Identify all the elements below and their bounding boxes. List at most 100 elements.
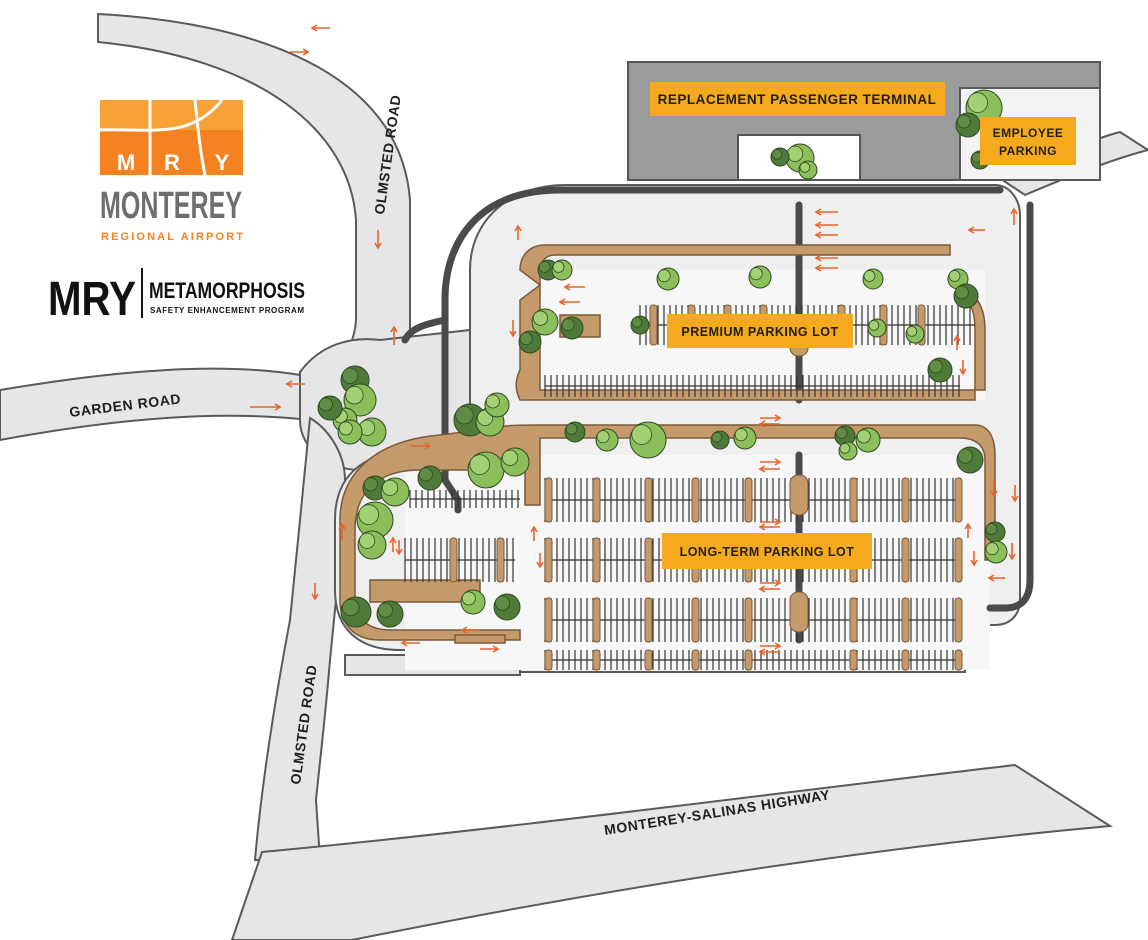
traffic-arrow-icon xyxy=(758,648,780,656)
traffic-arrow-icon xyxy=(760,518,782,526)
metamorphosis-logo: MRY METAMORPHOSIS SAFETY ENHANCEMENT PRO… xyxy=(48,268,305,326)
traffic-arrow-icon xyxy=(760,642,782,650)
traffic-arrow-icon xyxy=(536,553,544,569)
traffic-arrow-icon xyxy=(1011,485,1019,503)
stall-island xyxy=(449,537,458,583)
tree-icon xyxy=(340,596,372,628)
traffic-arrows xyxy=(250,24,1019,656)
tree-icon xyxy=(838,441,858,461)
tree-icon xyxy=(531,308,559,336)
traffic-arrow-icon xyxy=(987,574,1005,582)
stall-island xyxy=(901,537,910,583)
traffic-arrow-icon xyxy=(250,403,282,411)
tree-icon xyxy=(560,316,584,340)
traffic-arrow-icon xyxy=(1008,543,1016,561)
traffic-arrow-icon xyxy=(814,254,838,262)
employee-label-line2: PARKING xyxy=(999,144,1057,158)
traffic-arrow-icon xyxy=(760,579,782,587)
traffic-arrow-icon xyxy=(460,626,480,634)
stall-island xyxy=(954,649,963,671)
employee-parking-label: EMPLOYEE PARKING xyxy=(980,117,1076,165)
traffic-arrow-icon xyxy=(530,525,538,541)
traffic-arrow-icon xyxy=(480,645,500,653)
stall-island xyxy=(954,537,963,583)
logo-letter-y: Y xyxy=(215,150,230,175)
stall-island xyxy=(544,537,553,583)
stall-island xyxy=(544,597,553,643)
stall-island xyxy=(954,477,963,523)
olmsted-road-south xyxy=(253,416,347,861)
traffic-arrow-icon xyxy=(390,325,398,345)
tree-icon xyxy=(748,265,772,289)
stall-island xyxy=(649,304,658,346)
traffic-arrow-icon xyxy=(311,583,319,601)
tree-icon xyxy=(905,324,925,344)
tree-icon xyxy=(551,259,573,281)
stall-island xyxy=(592,537,601,583)
traffic-arrow-icon xyxy=(967,226,985,234)
traffic-arrow-icon xyxy=(338,522,346,540)
mry-airport-logo: M R Y MONTEREY REGIONAL AIRPORT xyxy=(99,99,243,243)
terminal-label: REPLACEMENT PASSENGER TERMINAL xyxy=(650,82,945,116)
tree-icon xyxy=(984,540,1008,564)
traffic-arrow-icon xyxy=(290,48,310,56)
tree-icon xyxy=(317,395,343,421)
stall-island xyxy=(744,477,753,523)
stall-island xyxy=(849,477,858,523)
traffic-arrow-icon xyxy=(970,551,978,567)
employee-label-line1: EMPLOYEE xyxy=(993,126,1064,140)
tree-icon xyxy=(862,268,884,290)
logo-letter-r: R xyxy=(164,150,180,175)
premium-label-text: PREMIUM PARKING LOT xyxy=(681,325,838,339)
tree-icon xyxy=(467,451,505,489)
traffic-arrow-icon xyxy=(758,585,780,593)
program-name: METAMORPHOSIS xyxy=(149,278,305,303)
long-term-label-text: LONG-TERM PARKING LOT xyxy=(680,545,855,559)
stall-island xyxy=(849,649,858,671)
traffic-arrow-icon xyxy=(814,264,838,272)
tree-icon xyxy=(867,318,887,338)
stall-island xyxy=(691,649,700,671)
tree-icon xyxy=(484,392,510,418)
logo-airport-sub: REGIONAL AIRPORT xyxy=(101,231,243,243)
traffic-arrow-icon xyxy=(814,221,838,229)
stall-island xyxy=(849,597,858,643)
stall-island xyxy=(644,597,653,643)
stall-island-center xyxy=(789,591,809,633)
tree-icon xyxy=(356,501,394,539)
tree-icon xyxy=(629,421,667,459)
tree-icon xyxy=(564,421,586,443)
tree-icon xyxy=(337,419,363,445)
traffic-arrow-icon xyxy=(814,231,838,239)
traffic-arrow-icon xyxy=(563,283,585,291)
stall-island xyxy=(644,537,653,583)
stall-island xyxy=(691,597,700,643)
monterey-salinas-highway xyxy=(230,763,1113,940)
tree-icon xyxy=(656,267,680,291)
traffic-arrow-icon xyxy=(959,360,967,376)
tree-icon xyxy=(500,447,530,477)
tree-icon xyxy=(518,330,542,354)
stall-island xyxy=(901,477,910,523)
traffic-arrow-icon xyxy=(509,320,517,338)
tree-icon xyxy=(357,417,387,447)
traffic-arrow-icon xyxy=(964,522,972,538)
tree-icon xyxy=(733,426,757,450)
stall-island xyxy=(901,597,910,643)
traffic-arrow-icon xyxy=(1010,207,1018,225)
tree-icon xyxy=(376,600,404,628)
traffic-arrow-icon xyxy=(990,480,998,498)
terminal-label-text: REPLACEMENT PASSENGER TERMINAL xyxy=(658,92,937,107)
tree-icon xyxy=(493,593,521,621)
tree-icon xyxy=(927,357,953,383)
stall-island xyxy=(592,597,601,643)
traffic-arrow-icon xyxy=(285,380,305,388)
tree-icon xyxy=(380,477,410,507)
logo-airport-name: MONTEREY xyxy=(100,185,242,227)
tree-icon xyxy=(357,530,387,560)
tree-icon xyxy=(956,446,984,474)
stall-island xyxy=(901,649,910,671)
tree-icon xyxy=(955,112,981,138)
